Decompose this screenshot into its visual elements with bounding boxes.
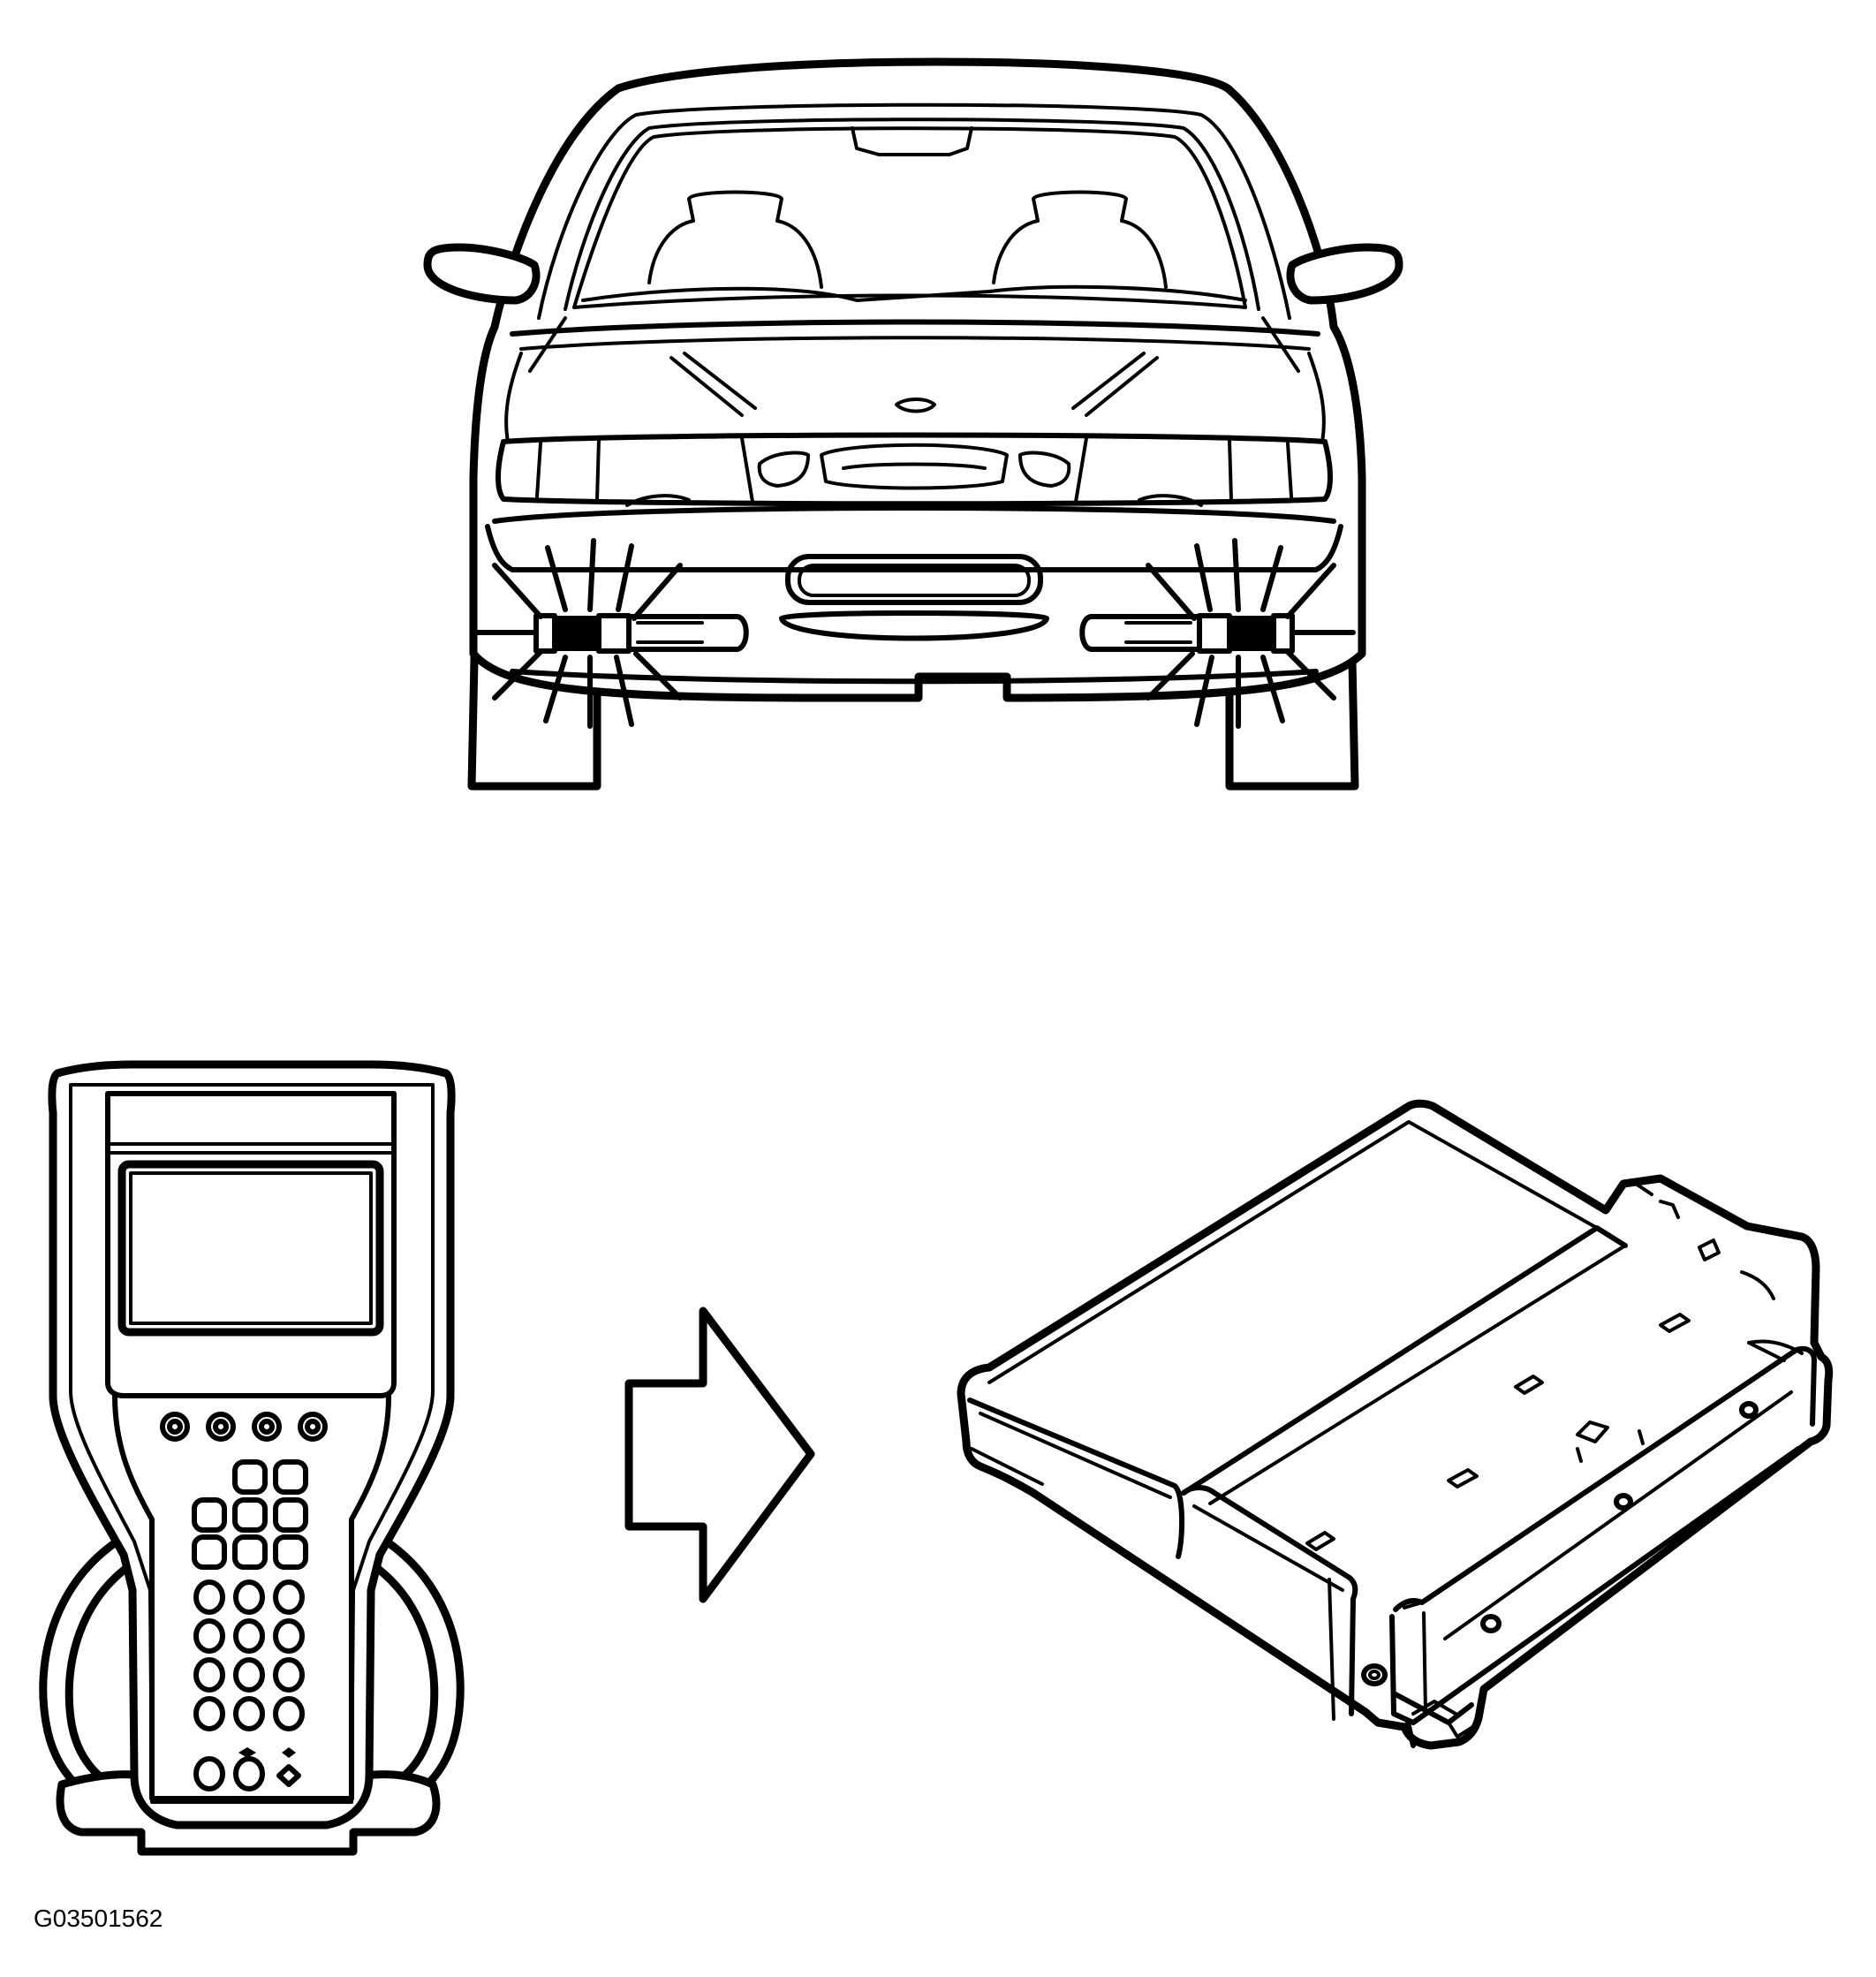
control-module-icon — [957, 1099, 1834, 1750]
scan-tool-icon — [39, 1060, 465, 1856]
arrow-right-icon — [624, 1307, 815, 1603]
car-front-icon — [423, 57, 1403, 791]
figure-id-label: G03501562 — [34, 1905, 163, 1932]
flashing-lamp-icon — [473, 538, 1356, 729]
